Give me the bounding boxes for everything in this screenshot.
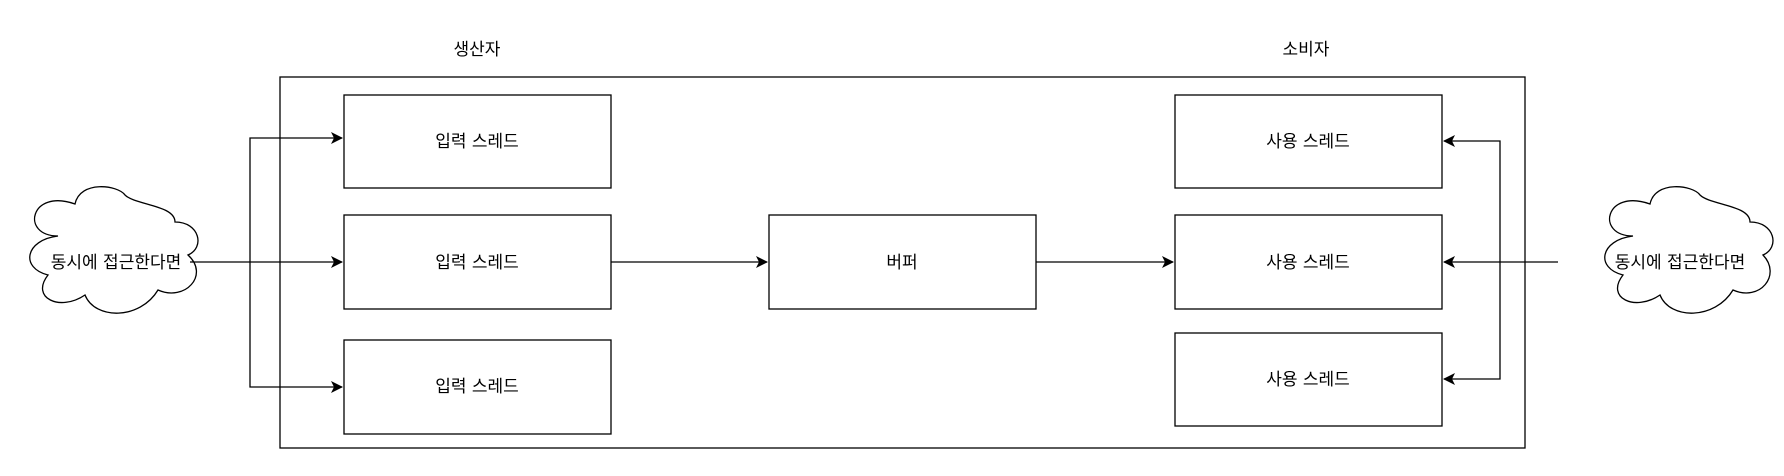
input-thread-label: 입력 스레드 bbox=[435, 377, 519, 397]
use-thread-2: 사용 스레드 bbox=[1174, 214, 1443, 310]
buffer-label: 버퍼 bbox=[886, 253, 917, 273]
producer-label: 생산자 bbox=[454, 40, 501, 60]
use-thread-3: 사용 스레드 bbox=[1174, 332, 1443, 427]
left-cloud: 동시에 접근한다면 bbox=[29, 186, 199, 314]
left-connectors bbox=[190, 132, 343, 393]
input-thread-3: 입력 스레드 bbox=[343, 339, 612, 435]
consumer-label: 소비자 bbox=[1283, 40, 1330, 60]
arrow-cloud-to-input-3 bbox=[249, 262, 343, 393]
right-connectors bbox=[1443, 135, 1558, 385]
input-thread-2: 입력 스레드 bbox=[343, 214, 612, 310]
use-thread-label: 사용 스레드 bbox=[1266, 253, 1350, 273]
right-cloud-label: 동시에 접근한다면 bbox=[1615, 253, 1746, 273]
use-thread-1: 사용 스레드 bbox=[1174, 94, 1443, 189]
input-thread-label: 입력 스레드 bbox=[435, 253, 519, 273]
input-thread-label: 입력 스레드 bbox=[435, 132, 519, 152]
arrow-cloud-to-input-1 bbox=[249, 132, 343, 262]
arrow-cloud-to-use-1 bbox=[1443, 135, 1501, 262]
input-thread-1: 입력 스레드 bbox=[343, 94, 612, 189]
use-thread-label: 사용 스레드 bbox=[1266, 370, 1350, 390]
buffer-box: 버퍼 bbox=[768, 214, 1037, 310]
left-cloud-label: 동시에 접근한다면 bbox=[51, 253, 182, 273]
arrow-cloud-to-use-3 bbox=[1443, 262, 1501, 385]
right-cloud: 동시에 접근한다면 bbox=[1604, 186, 1774, 314]
use-thread-label: 사용 스레드 bbox=[1266, 132, 1350, 152]
